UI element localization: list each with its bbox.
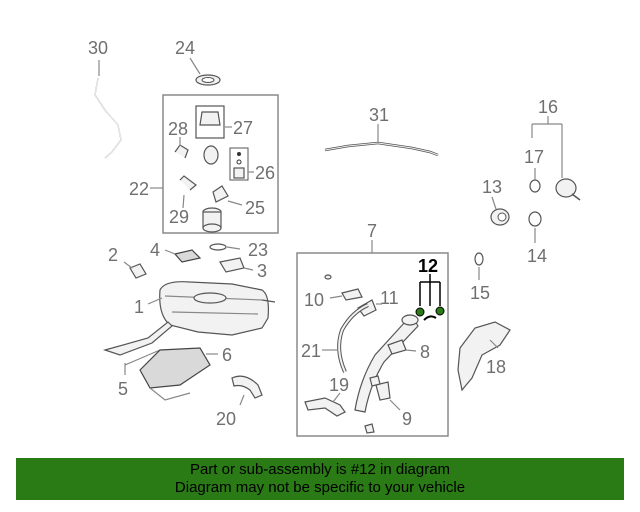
part-15-o-ring[interactable]	[474, 252, 484, 280]
part-18-splash-shield[interactable]	[457, 321, 511, 392]
callout-26: 26	[255, 163, 275, 183]
part-23-o-ring[interactable]	[209, 243, 241, 251]
callout-20: 20	[216, 409, 236, 429]
part-30-fuel-line[interactable]	[94, 60, 122, 159]
callout-18: 18	[486, 357, 506, 377]
part-14-ring[interactable]	[528, 211, 542, 243]
banner-line-2: Diagram may not be specific to your vehi…	[174, 479, 466, 496]
callout-10: 10	[304, 290, 324, 310]
part-19-hose[interactable]	[304, 392, 346, 417]
part-1-fuel-tank[interactable]	[147, 281, 276, 336]
callout-25: 25	[245, 198, 265, 218]
banner-line-1: Part or sub-assembly is #12 in diagram	[189, 461, 451, 478]
callout-4: 4	[150, 240, 160, 260]
part-8-bracket[interactable]	[387, 339, 417, 355]
callout-1: 1	[134, 297, 144, 317]
part-info-banner: Part or sub-assembly is #12 in diagram D…	[16, 458, 624, 500]
callout-24: 24	[175, 38, 195, 58]
callout-9: 9	[402, 409, 412, 429]
callout-17: 17	[524, 147, 544, 167]
part-17-gasket[interactable]	[529, 168, 541, 193]
fuel-filter-canister[interactable]	[202, 207, 222, 233]
part-21-breather-tube[interactable]	[322, 303, 369, 373]
part-6-protector[interactable]	[139, 347, 218, 401]
part-29-gauge-sender[interactable]	[179, 175, 197, 209]
callout-29: 29	[169, 207, 189, 227]
part-20-hose[interactable]	[231, 375, 263, 406]
callout-11: 11	[380, 288, 399, 308]
part-12-highlighted[interactable]	[415, 274, 445, 321]
part-11-clamp[interactable]	[357, 299, 382, 317]
callout-30: 30	[88, 38, 108, 58]
callout-2: 2	[108, 245, 118, 265]
part-4-gasket[interactable]	[164, 249, 202, 263]
part-24-lock-ring[interactable]	[189, 57, 221, 86]
callout-27: 27	[233, 118, 253, 138]
callout-6: 6	[222, 345, 232, 365]
callout-23: 23	[248, 240, 268, 260]
part-2-clip[interactable]	[123, 261, 147, 279]
callout-31: 31	[369, 105, 389, 125]
part-3-bracket[interactable]	[219, 257, 254, 273]
part-26-filter-parts[interactable]	[229, 147, 254, 181]
callout-7: 7	[367, 221, 377, 241]
part-25-regulator[interactable]	[212, 185, 243, 206]
callout-19: 19	[329, 375, 349, 395]
callout-5: 5	[118, 379, 128, 399]
part-31-vent-line[interactable]	[324, 124, 439, 157]
part-28-sensor[interactable]	[174, 137, 189, 159]
part-10-bracket[interactable]	[324, 274, 363, 301]
part-16-fuel-cap[interactable]	[531, 116, 581, 201]
callout-28: 28	[168, 119, 188, 139]
callout-15: 15	[470, 283, 490, 303]
callout-14: 14	[527, 246, 547, 266]
callout-22: 22	[129, 179, 149, 199]
part-9-clip[interactable]	[364, 375, 401, 434]
part-27-pump-bracket[interactable]	[195, 105, 232, 165]
callout-8: 8	[420, 342, 430, 362]
part-13-grommet[interactable]	[490, 196, 510, 226]
callout-16: 16	[538, 97, 558, 117]
callout-21: 21	[301, 341, 321, 361]
callout-13: 13	[482, 177, 502, 197]
part-5-tank-band[interactable]	[102, 321, 173, 375]
callout-3: 3	[257, 261, 267, 281]
callout-12: 12	[418, 256, 438, 276]
